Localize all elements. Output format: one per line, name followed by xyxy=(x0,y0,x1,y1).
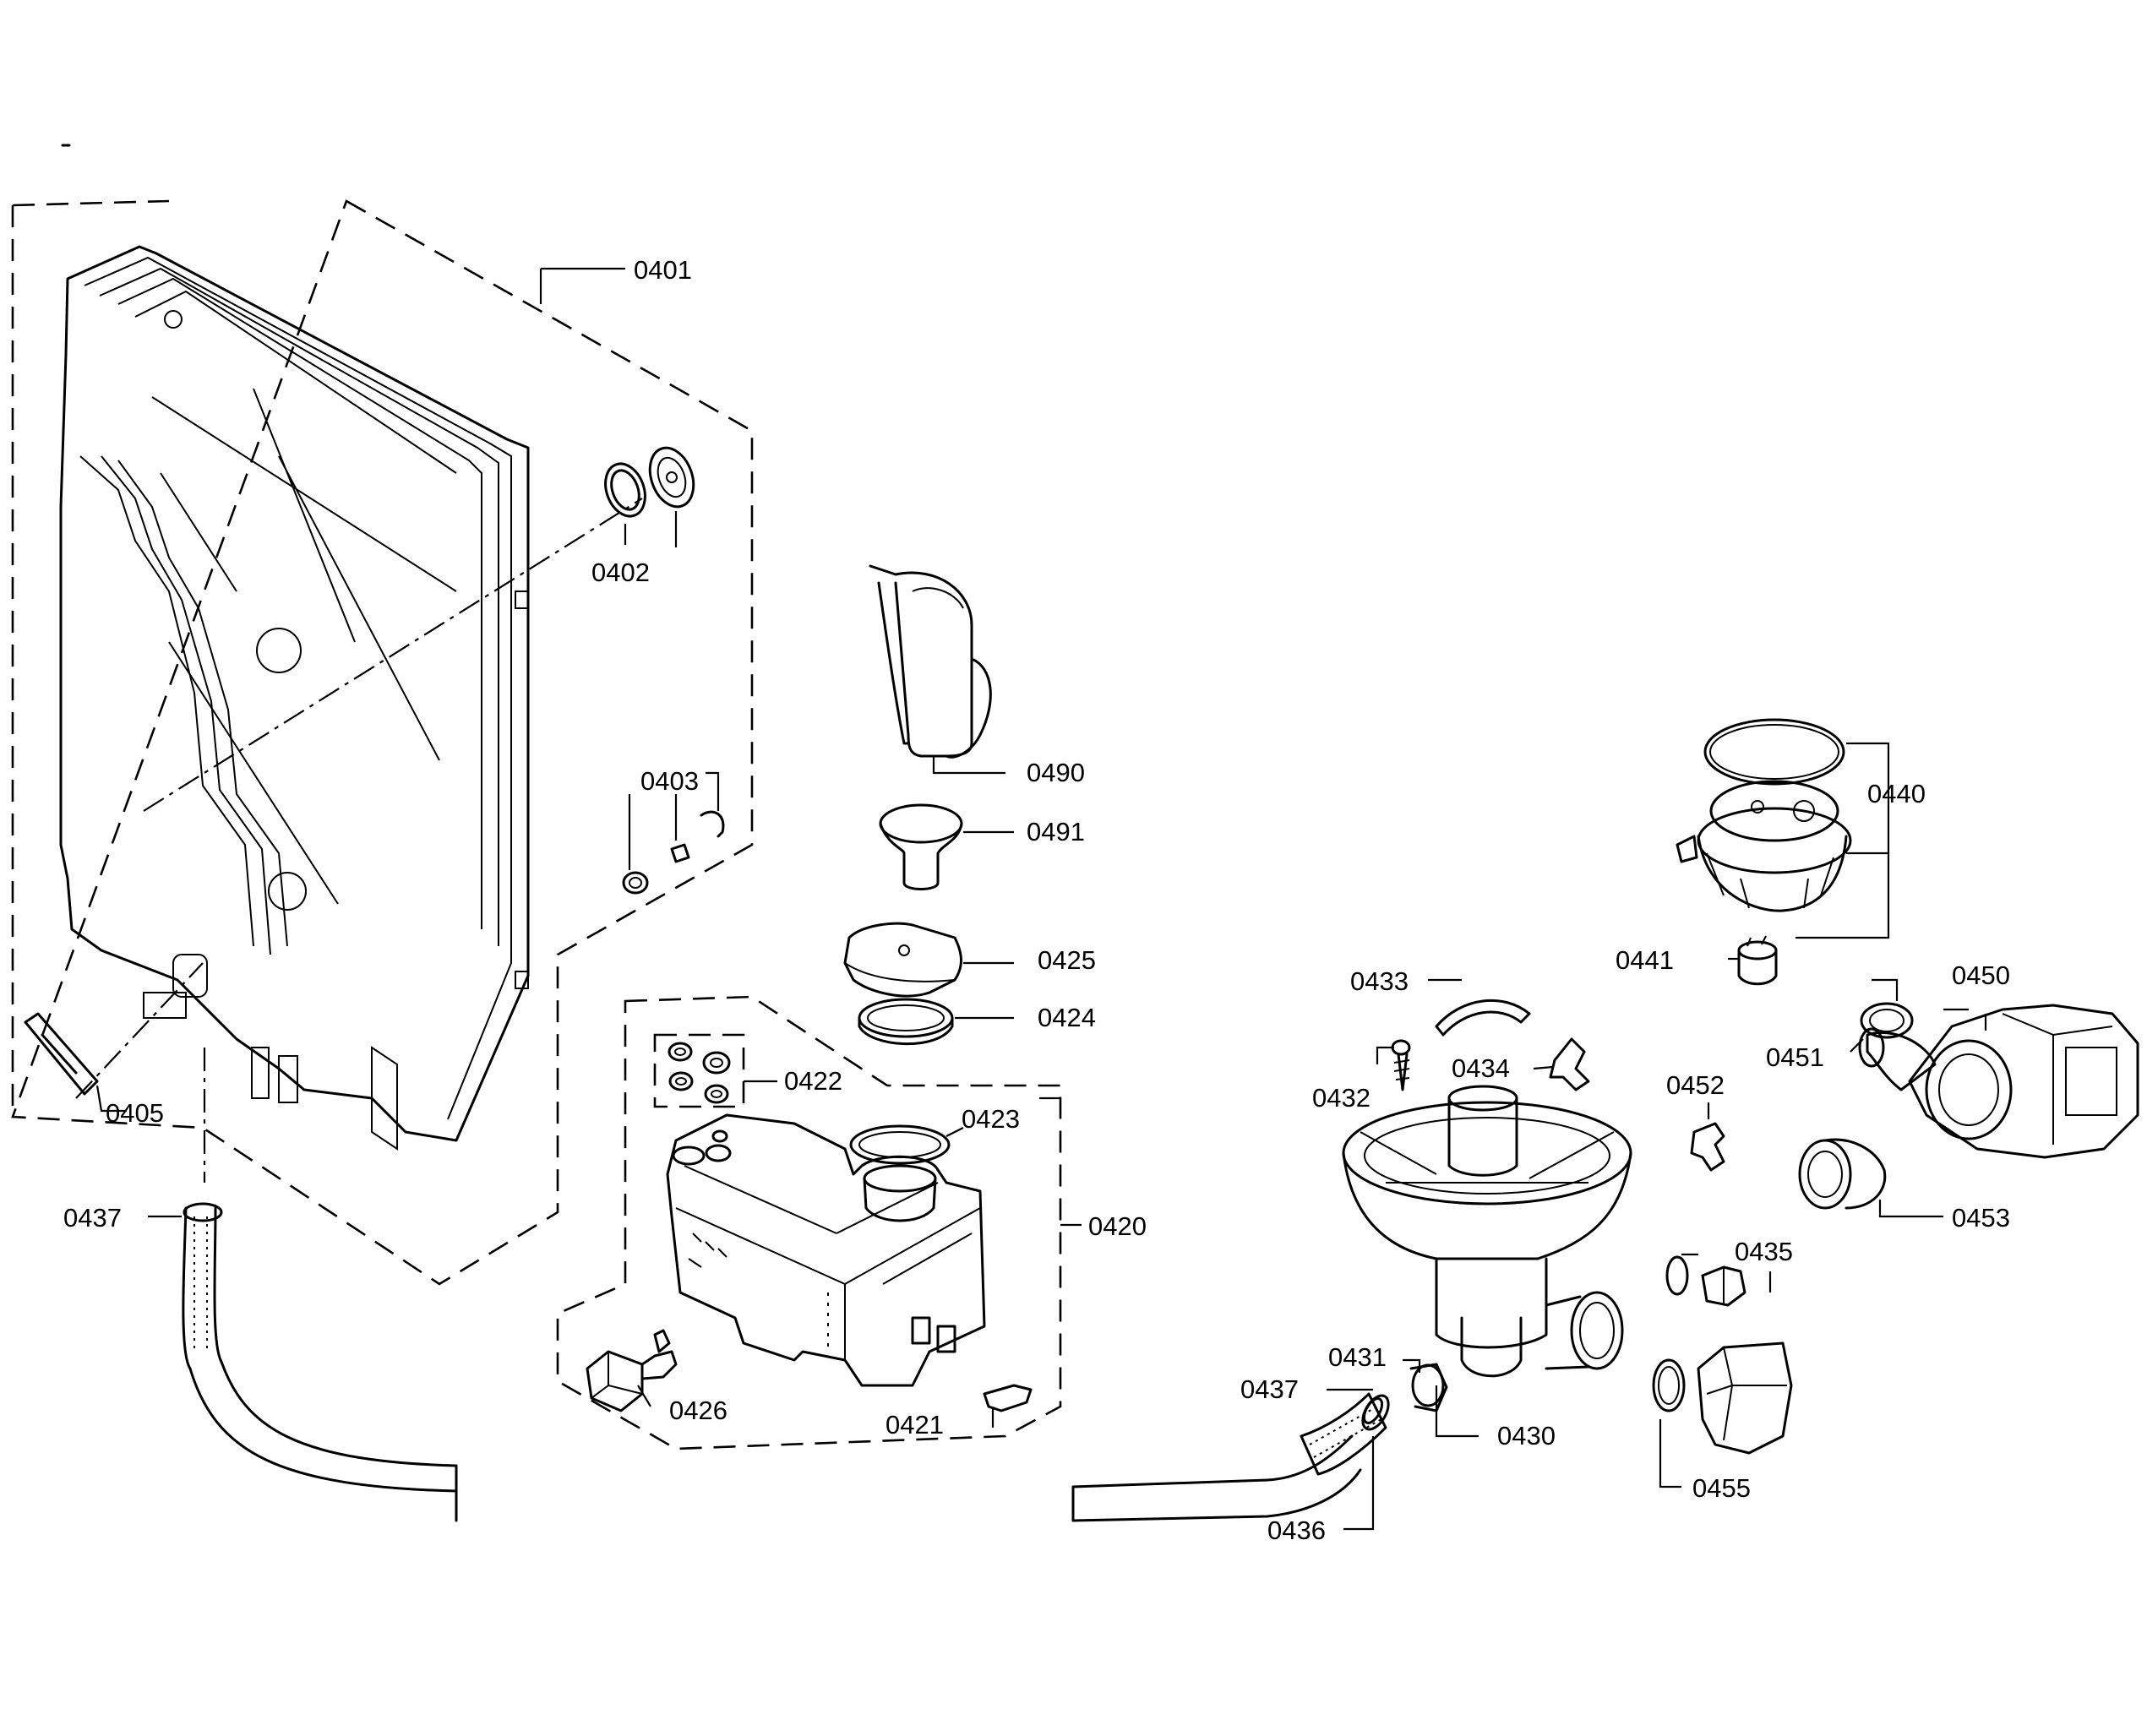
part-0440-heater-ring xyxy=(1676,718,1852,912)
part-0403-fittings xyxy=(622,810,725,895)
label-0432: 0432 xyxy=(1312,1083,1370,1113)
part-0420-softener-body xyxy=(666,1113,986,1387)
label-0425: 0425 xyxy=(1038,945,1096,975)
part-0430-sump xyxy=(1342,1085,1632,1378)
part-0451-clamp xyxy=(1860,1002,1914,1039)
label-0433: 0433 xyxy=(1350,966,1409,996)
panel-group-outline xyxy=(11,199,754,1286)
label-0423: 0423 xyxy=(962,1104,1020,1134)
part-0421-clip xyxy=(983,1384,1033,1412)
part-0435-sensor xyxy=(1665,1255,1746,1307)
label-0424: 0424 xyxy=(1038,1003,1096,1032)
part-0425-lid xyxy=(843,922,962,998)
label-0430: 0430 xyxy=(1497,1421,1556,1450)
label-0450: 0450 xyxy=(1952,961,2010,990)
label-0426: 0426 xyxy=(669,1396,727,1425)
label-0405: 0405 xyxy=(106,1098,164,1128)
part-0405-clip xyxy=(24,1012,99,1096)
drain-hose-part xyxy=(182,1202,1390,1522)
part-0426-valve xyxy=(586,1329,678,1412)
label-0434: 0434 xyxy=(1452,1053,1510,1083)
part-0423-ring xyxy=(849,1124,951,1165)
label-0441: 0441 xyxy=(1616,945,1674,975)
label-0421: 0421 xyxy=(886,1410,944,1439)
part-0433-bracket xyxy=(1435,999,1531,1037)
part-0402-ring xyxy=(604,446,695,518)
label-0455: 0455 xyxy=(1692,1473,1751,1503)
label-0436: 0436 xyxy=(1267,1516,1326,1545)
label-0403: 0403 xyxy=(640,766,699,796)
label-0452: 0452 xyxy=(1666,1070,1725,1100)
label-0435: 0435 xyxy=(1735,1237,1793,1266)
softener-group-outline xyxy=(556,995,1062,1450)
label-0437-right: 0437 xyxy=(1240,1374,1299,1404)
side-panel-part xyxy=(59,245,530,1151)
part-0490-funnel xyxy=(869,564,992,759)
part-0422-gaskets xyxy=(668,1042,731,1104)
label-0431: 0431 xyxy=(1328,1342,1387,1372)
label-0440: 0440 xyxy=(1867,779,1926,808)
label-0437-left: 0437 xyxy=(63,1203,122,1233)
label-0491: 0491 xyxy=(1027,817,1085,846)
part-0434-clip xyxy=(1549,1037,1590,1091)
part-0432-screw xyxy=(1391,1039,1411,1091)
label-0402: 0402 xyxy=(591,558,650,587)
part-0450-pump-motor xyxy=(1858,1004,2139,1159)
label-0420: 0420 xyxy=(1088,1211,1147,1241)
part-0441-sensor xyxy=(1737,935,1778,986)
part-0455-pump xyxy=(1652,1341,1793,1455)
label-0422: 0422 xyxy=(784,1066,842,1096)
part-0424-ring xyxy=(858,998,954,1046)
part-0491-cap xyxy=(879,803,963,890)
part-0452-clip xyxy=(1690,1122,1725,1172)
part-0453-seal xyxy=(1798,1138,1887,1210)
label-0453: 0453 xyxy=(1952,1203,2010,1233)
label-0451: 0451 xyxy=(1766,1042,1824,1072)
label-0401: 0401 xyxy=(634,255,692,285)
label-0490: 0490 xyxy=(1027,758,1085,787)
part-0431-fitting xyxy=(1409,1363,1448,1412)
